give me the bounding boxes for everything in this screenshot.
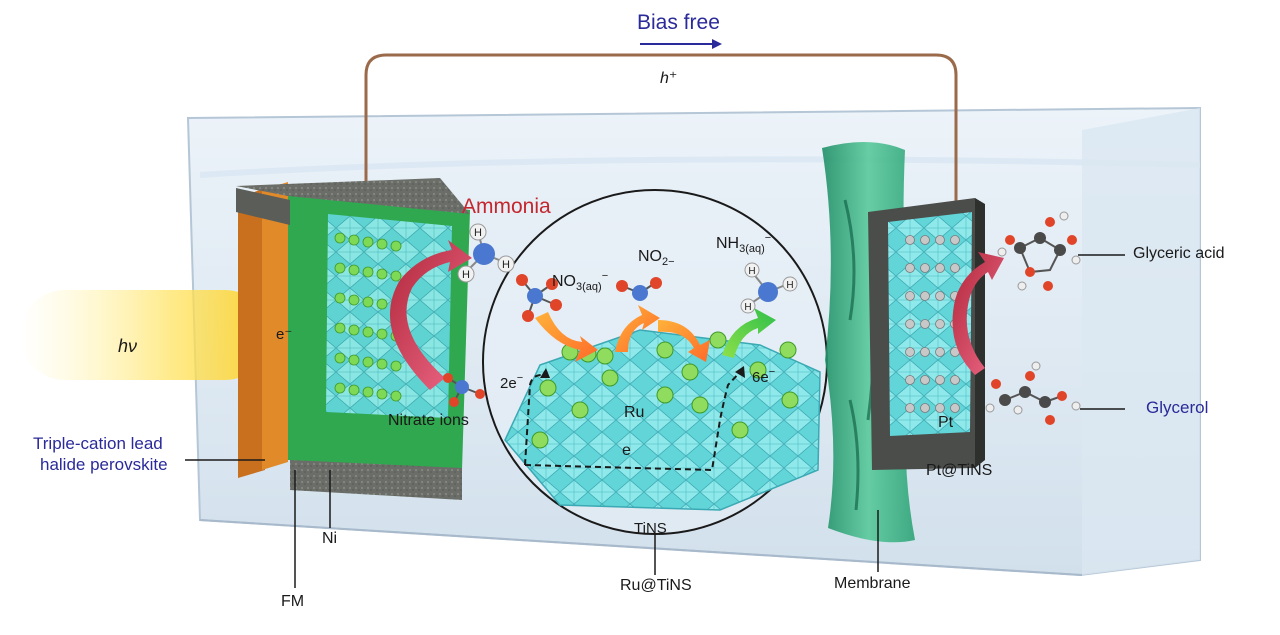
nitrate-molecule [516, 274, 562, 322]
electron-path-arrowhead-1 [540, 368, 550, 378]
membrane-label: Membrane [834, 575, 911, 592]
ammonia-label: Ammonia [462, 195, 551, 218]
ammonia-molecule-cathode: H H H [457, 223, 515, 283]
hv-label: hν [118, 336, 138, 356]
nitrate-formula-sup: − [601, 270, 609, 282]
nitrite-formula-sub: 2− [662, 256, 675, 268]
magnified-view-circle [482, 189, 828, 535]
bias-free-arrow [640, 39, 722, 49]
cathode-reaction-arrow [390, 240, 472, 390]
pt-spheres [905, 235, 960, 413]
two-electron-main: 2e [500, 375, 517, 392]
electron-path [524, 371, 741, 472]
nitrate-formula: NO3(aq)− [552, 270, 608, 294]
nitrate-molecule-cathode [443, 373, 485, 407]
anode-reaction-arrow [952, 252, 1004, 375]
ni-label: Ni [322, 530, 338, 547]
tins-label: TiNS [634, 520, 667, 537]
svg-text:H: H [748, 266, 755, 277]
nitrate-ions-label: Nitrate ions [388, 412, 469, 429]
intermediate-to-ammonia-arrow [722, 308, 776, 358]
ni-spheres-cathode [334, 232, 402, 402]
nitrite-formula: NO2− [638, 248, 675, 269]
glycerol-label: Glycerol [1146, 398, 1209, 417]
glyceric-acid-label: Glyceric acid [1133, 245, 1225, 262]
perovskite-label-line1: Triple-cation lead [33, 434, 163, 453]
ammonia-molecule-circle: H H H [740, 262, 798, 314]
ru-spheres [531, 331, 799, 449]
nitrite-arrow [615, 305, 660, 352]
nitrate-to-nitrite-arrow [535, 312, 598, 362]
fm-label: FM [281, 593, 305, 610]
six-electron-label: 6e− [752, 366, 775, 386]
nitrite-to-intermediate-arrow [658, 320, 710, 362]
six-electron-main: 6e [752, 369, 769, 386]
pt-label: Pt [938, 414, 954, 431]
nitrite-molecule [616, 277, 662, 301]
ammonia-formula-sup: − [764, 232, 772, 244]
svg-text:H: H [744, 302, 751, 313]
nitrate-formula-main: NO [552, 273, 576, 290]
h-plus-label: h⁺ [660, 70, 678, 87]
ru-label: Ru [624, 404, 645, 421]
cathode-electron-label: e⁻ [276, 326, 293, 343]
bias-free-label: Bias free [637, 11, 720, 34]
glyceric-acid-molecule [997, 211, 1081, 291]
two-electron-label: 2e− [500, 372, 523, 392]
six-electron-sup: − [768, 366, 776, 378]
svg-text:H: H [502, 259, 510, 271]
nitrate-formula-sub: 3(aq) [576, 281, 602, 293]
pt-tins-label: Pt@TiNS [926, 462, 993, 479]
photocathode-electrode [236, 178, 470, 500]
perovskite-label-line2: halide perovskite [40, 455, 168, 474]
ammonia-formula-sub: 3(aq) [739, 243, 765, 255]
ru-tins-label: Ru@TiNS [620, 577, 692, 594]
glycerol-molecule [985, 361, 1081, 425]
nitrite-formula-main: NO [638, 248, 662, 265]
external-wire [364, 53, 958, 205]
svg-text:H: H [462, 269, 470, 281]
electron-chain-label: e [622, 442, 631, 459]
svg-text:H: H [786, 280, 793, 291]
ammonia-formula: NH3(aq)− [716, 232, 771, 256]
ammonia-formula-main: NH [716, 235, 740, 252]
two-electron-sup: − [516, 372, 524, 384]
electron-path-arrowhead-2 [735, 366, 745, 378]
svg-text:H: H [474, 227, 482, 239]
